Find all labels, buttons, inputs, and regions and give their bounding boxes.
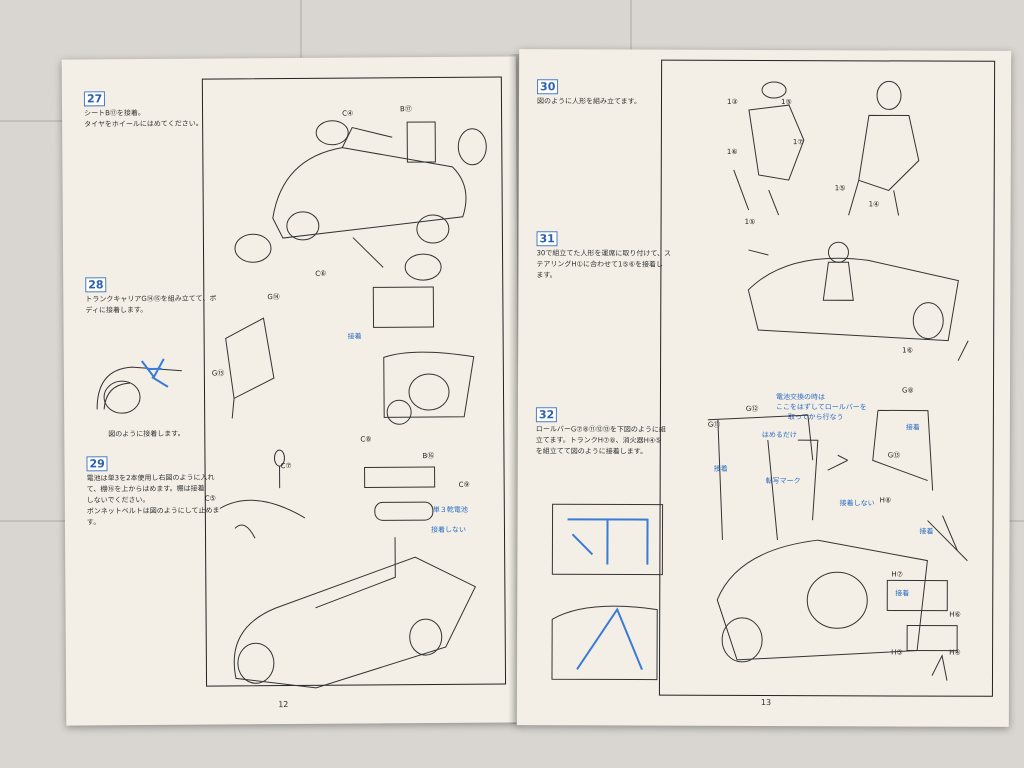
- part-label: C⑨: [458, 480, 470, 489]
- part-label: C⑥: [315, 269, 327, 278]
- part-label: B⑰: [400, 105, 412, 114]
- manual-page-right: 30 図のように人形を組み立てます。 31 30で組立てた人形を運席に取り付けて…: [516, 49, 1012, 727]
- step-28: 28 トランクキャリアG⑭⑮を組み立てて、ボ ディに接着します。: [85, 277, 217, 315]
- step-number: 27: [83, 91, 106, 107]
- page-number: 12: [278, 700, 289, 710]
- step-32: 32 ロールバーG⑦⑧⑪⑫⑬を下図のように組 立てます。トランクH⑦⑧、消火器H…: [535, 407, 666, 456]
- part-label: G⑮: [211, 369, 225, 378]
- step-number: 32: [535, 407, 558, 423]
- part-label: 1⑤: [780, 98, 792, 107]
- step-30: 30 図のように人形を組み立てます。: [536, 79, 641, 106]
- manual-page-left: 27 シートB⑰を接着。 タイヤをホイールにはめてください。 28 トランクキャ…: [61, 56, 521, 726]
- part-label: 1④: [868, 200, 880, 209]
- part-label: C④: [342, 109, 354, 118]
- part-label: C⑤: [204, 494, 216, 503]
- step-number: 28: [85, 277, 107, 293]
- step-31: 31 30で組立てた人形を運席に取り付けて、ス テアリングH①に合わせて1⑤⑥を…: [536, 231, 672, 280]
- seated-figure-car-drawing: [747, 241, 969, 361]
- trunk-carrier-drawing: [225, 286, 475, 425]
- step-28-caption: 図のように接着します。: [108, 429, 185, 439]
- part-label: G⑧: [901, 386, 914, 395]
- part-label: B⑯: [422, 452, 435, 461]
- part-label: C⑦: [280, 461, 292, 471]
- car-body-seat-drawing: [234, 120, 487, 281]
- rollbar-inset-drawing: [551, 503, 664, 681]
- no-glue-note: 接着しない: [430, 525, 467, 535]
- floor-tile-seam: [300, 0, 302, 60]
- trunk-carrier-inset-drawing: [96, 358, 182, 414]
- battery-hood-drawing: [219, 449, 477, 689]
- step-29: 29 電池は単3を2本使用し右図のように入れ て、棚⑯を上からはめます。棚は接着…: [86, 456, 220, 527]
- part-label: 1⑥: [726, 147, 738, 156]
- figure-assembly-drawing: [733, 80, 920, 216]
- step-number: 31: [536, 231, 558, 247]
- rollbar-trunk-drawing: [707, 409, 968, 681]
- part-label: 1⑤: [834, 184, 846, 193]
- floor-tile-seam: [630, 0, 632, 55]
- part-label: G⑭: [267, 293, 280, 302]
- part-label: 1③: [726, 97, 738, 106]
- page-number: 13: [760, 697, 772, 708]
- battery-label: 単３乾電池: [432, 505, 468, 515]
- part-label: 1⑦: [792, 138, 804, 147]
- step-27: 27 シートB⑰を接着。 タイヤをホイールにはめてください。: [83, 91, 203, 129]
- floor-tile-seam: [0, 120, 64, 122]
- step-number: 29: [86, 456, 108, 472]
- part-label: 1⑥: [902, 346, 913, 355]
- step-number: 30: [537, 79, 559, 95]
- part-label: 1⑤: [744, 217, 756, 226]
- glue-note: 接着: [347, 332, 362, 341]
- part-label: C⑧: [360, 435, 372, 444]
